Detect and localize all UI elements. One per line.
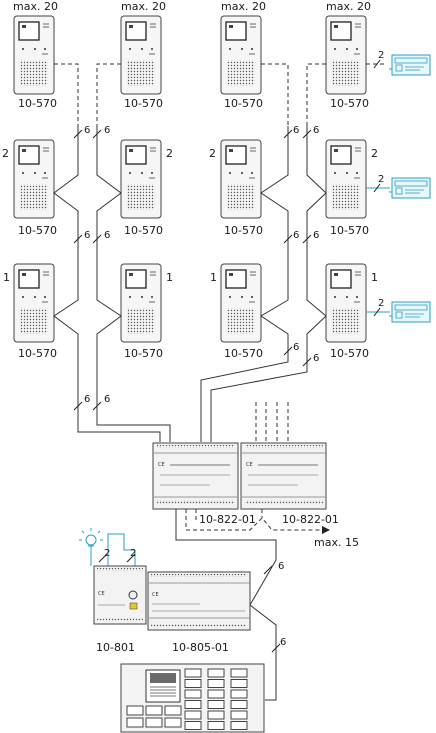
max-label: max. 20 — [221, 0, 266, 13]
wire-count-label: 6 — [293, 342, 299, 353]
index-label: 1 — [166, 271, 173, 284]
model-label: 10-570 — [330, 347, 369, 360]
index-label: 2 — [2, 147, 9, 160]
svg-text:CE: CE — [152, 592, 159, 598]
wire-count-label: 6 — [293, 125, 299, 136]
video-monitor-icon — [13, 263, 55, 343]
model-label: 10-570 — [224, 347, 263, 360]
panel-button — [230, 721, 248, 730]
svg-text:CE: CE — [158, 462, 165, 468]
svg-text:CE: CE — [98, 591, 105, 597]
model-label: 10-570 — [124, 97, 163, 110]
panel-button — [207, 668, 225, 678]
wire-count-label: 6 — [278, 561, 284, 572]
index-label: 2 — [166, 147, 173, 160]
model-label: 10-570 — [330, 97, 369, 110]
power-supply-module: CE — [93, 565, 147, 625]
video-monitor-icon — [325, 139, 367, 219]
model-label: 10-570 — [18, 224, 57, 237]
max-label: max. 20 — [326, 0, 371, 13]
din-rail-module-icon: CE — [240, 442, 327, 510]
video-monitor-icon — [13, 15, 55, 95]
index-label: 2 — [209, 147, 216, 160]
panel-button — [184, 721, 202, 730]
panel-button — [184, 700, 202, 709]
wire-count-label: 2 — [378, 50, 384, 61]
panel-button — [184, 689, 202, 699]
pc-card-icon — [388, 54, 431, 76]
index-label: 1 — [371, 271, 378, 284]
wire-count-label: 6 — [84, 125, 90, 136]
din-rail-module-icon: CE — [147, 571, 251, 631]
panel-button — [207, 721, 225, 730]
index-label: 2 — [371, 147, 378, 160]
wire-count-label: 6 — [313, 353, 319, 364]
panel-button — [230, 689, 248, 699]
panel-button — [230, 679, 248, 688]
wire-count-label: 6 — [104, 230, 110, 241]
model-label: 10-822-01 — [282, 513, 339, 526]
panel-button-grid — [126, 668, 248, 730]
panel-button — [207, 700, 225, 709]
pc-card-icon — [388, 301, 431, 323]
panel-button — [230, 700, 248, 709]
wire-count-label: 6 — [313, 125, 319, 136]
model-label: 10-822-01 — [199, 513, 256, 526]
panel-button — [184, 679, 202, 688]
panel-button — [230, 710, 248, 720]
model-label: 10-570 — [18, 97, 57, 110]
panel-button — [145, 705, 163, 716]
svg-text:CE: CE — [246, 462, 253, 468]
wire-count-label: 6 — [313, 230, 319, 241]
panel-button — [184, 668, 202, 678]
lamp-icon — [79, 528, 103, 547]
model-label: 10-801 — [96, 641, 135, 654]
video-monitor-icon — [13, 139, 55, 219]
max-label: max. 20 — [121, 0, 166, 13]
wire-count-label: 6 — [84, 394, 90, 405]
panel-button — [184, 710, 202, 720]
panel-button — [207, 689, 225, 699]
model-label: 10-570 — [124, 224, 163, 237]
model-label: 10-570 — [124, 347, 163, 360]
panel-button — [126, 705, 144, 716]
video-monitor-icon — [120, 139, 162, 219]
panel-button — [145, 717, 163, 728]
video-monitor-icon — [220, 263, 262, 343]
panel-button — [126, 717, 144, 728]
index-label: 1 — [3, 271, 10, 284]
video-monitor-icon — [220, 139, 262, 219]
index-label: 1 — [210, 271, 217, 284]
wire-count-label: 6 — [104, 394, 110, 405]
panel-button — [164, 705, 182, 716]
panel-button — [207, 710, 225, 720]
din-rail-module-icon: CE — [152, 442, 239, 510]
wire-count-label: 6 — [104, 125, 110, 136]
wire-count-label: 2 — [378, 298, 384, 309]
panel-button — [230, 668, 248, 678]
wire-count-label: 6 — [293, 230, 299, 241]
wire-ticks — [73, 129, 312, 411]
video-monitor-icon — [325, 15, 367, 95]
wire-count-label: 2 — [378, 174, 384, 185]
wire-count-label: 2 — [130, 548, 136, 559]
wire-count-label: 6 — [84, 230, 90, 241]
model-label: 10-570 — [330, 224, 369, 237]
panel-button — [207, 679, 225, 688]
wire-count-label: 6 — [280, 637, 286, 648]
model-label: 10-570 — [224, 97, 263, 110]
wire-count-label: 2 — [104, 548, 110, 559]
video-monitor-icon — [120, 15, 162, 95]
model-label: 10-805-01 — [172, 641, 229, 654]
pc-card-icon — [388, 177, 431, 199]
model-label: 10-570 — [224, 224, 263, 237]
video-monitor-icon — [120, 263, 162, 343]
max-label: max. 20 — [13, 0, 58, 13]
model-label: 10-570 — [18, 347, 57, 360]
panel-button — [164, 717, 182, 728]
video-monitor-icon — [220, 15, 262, 95]
max-label: max. 15 — [314, 536, 359, 549]
video-monitor-icon — [325, 263, 367, 343]
